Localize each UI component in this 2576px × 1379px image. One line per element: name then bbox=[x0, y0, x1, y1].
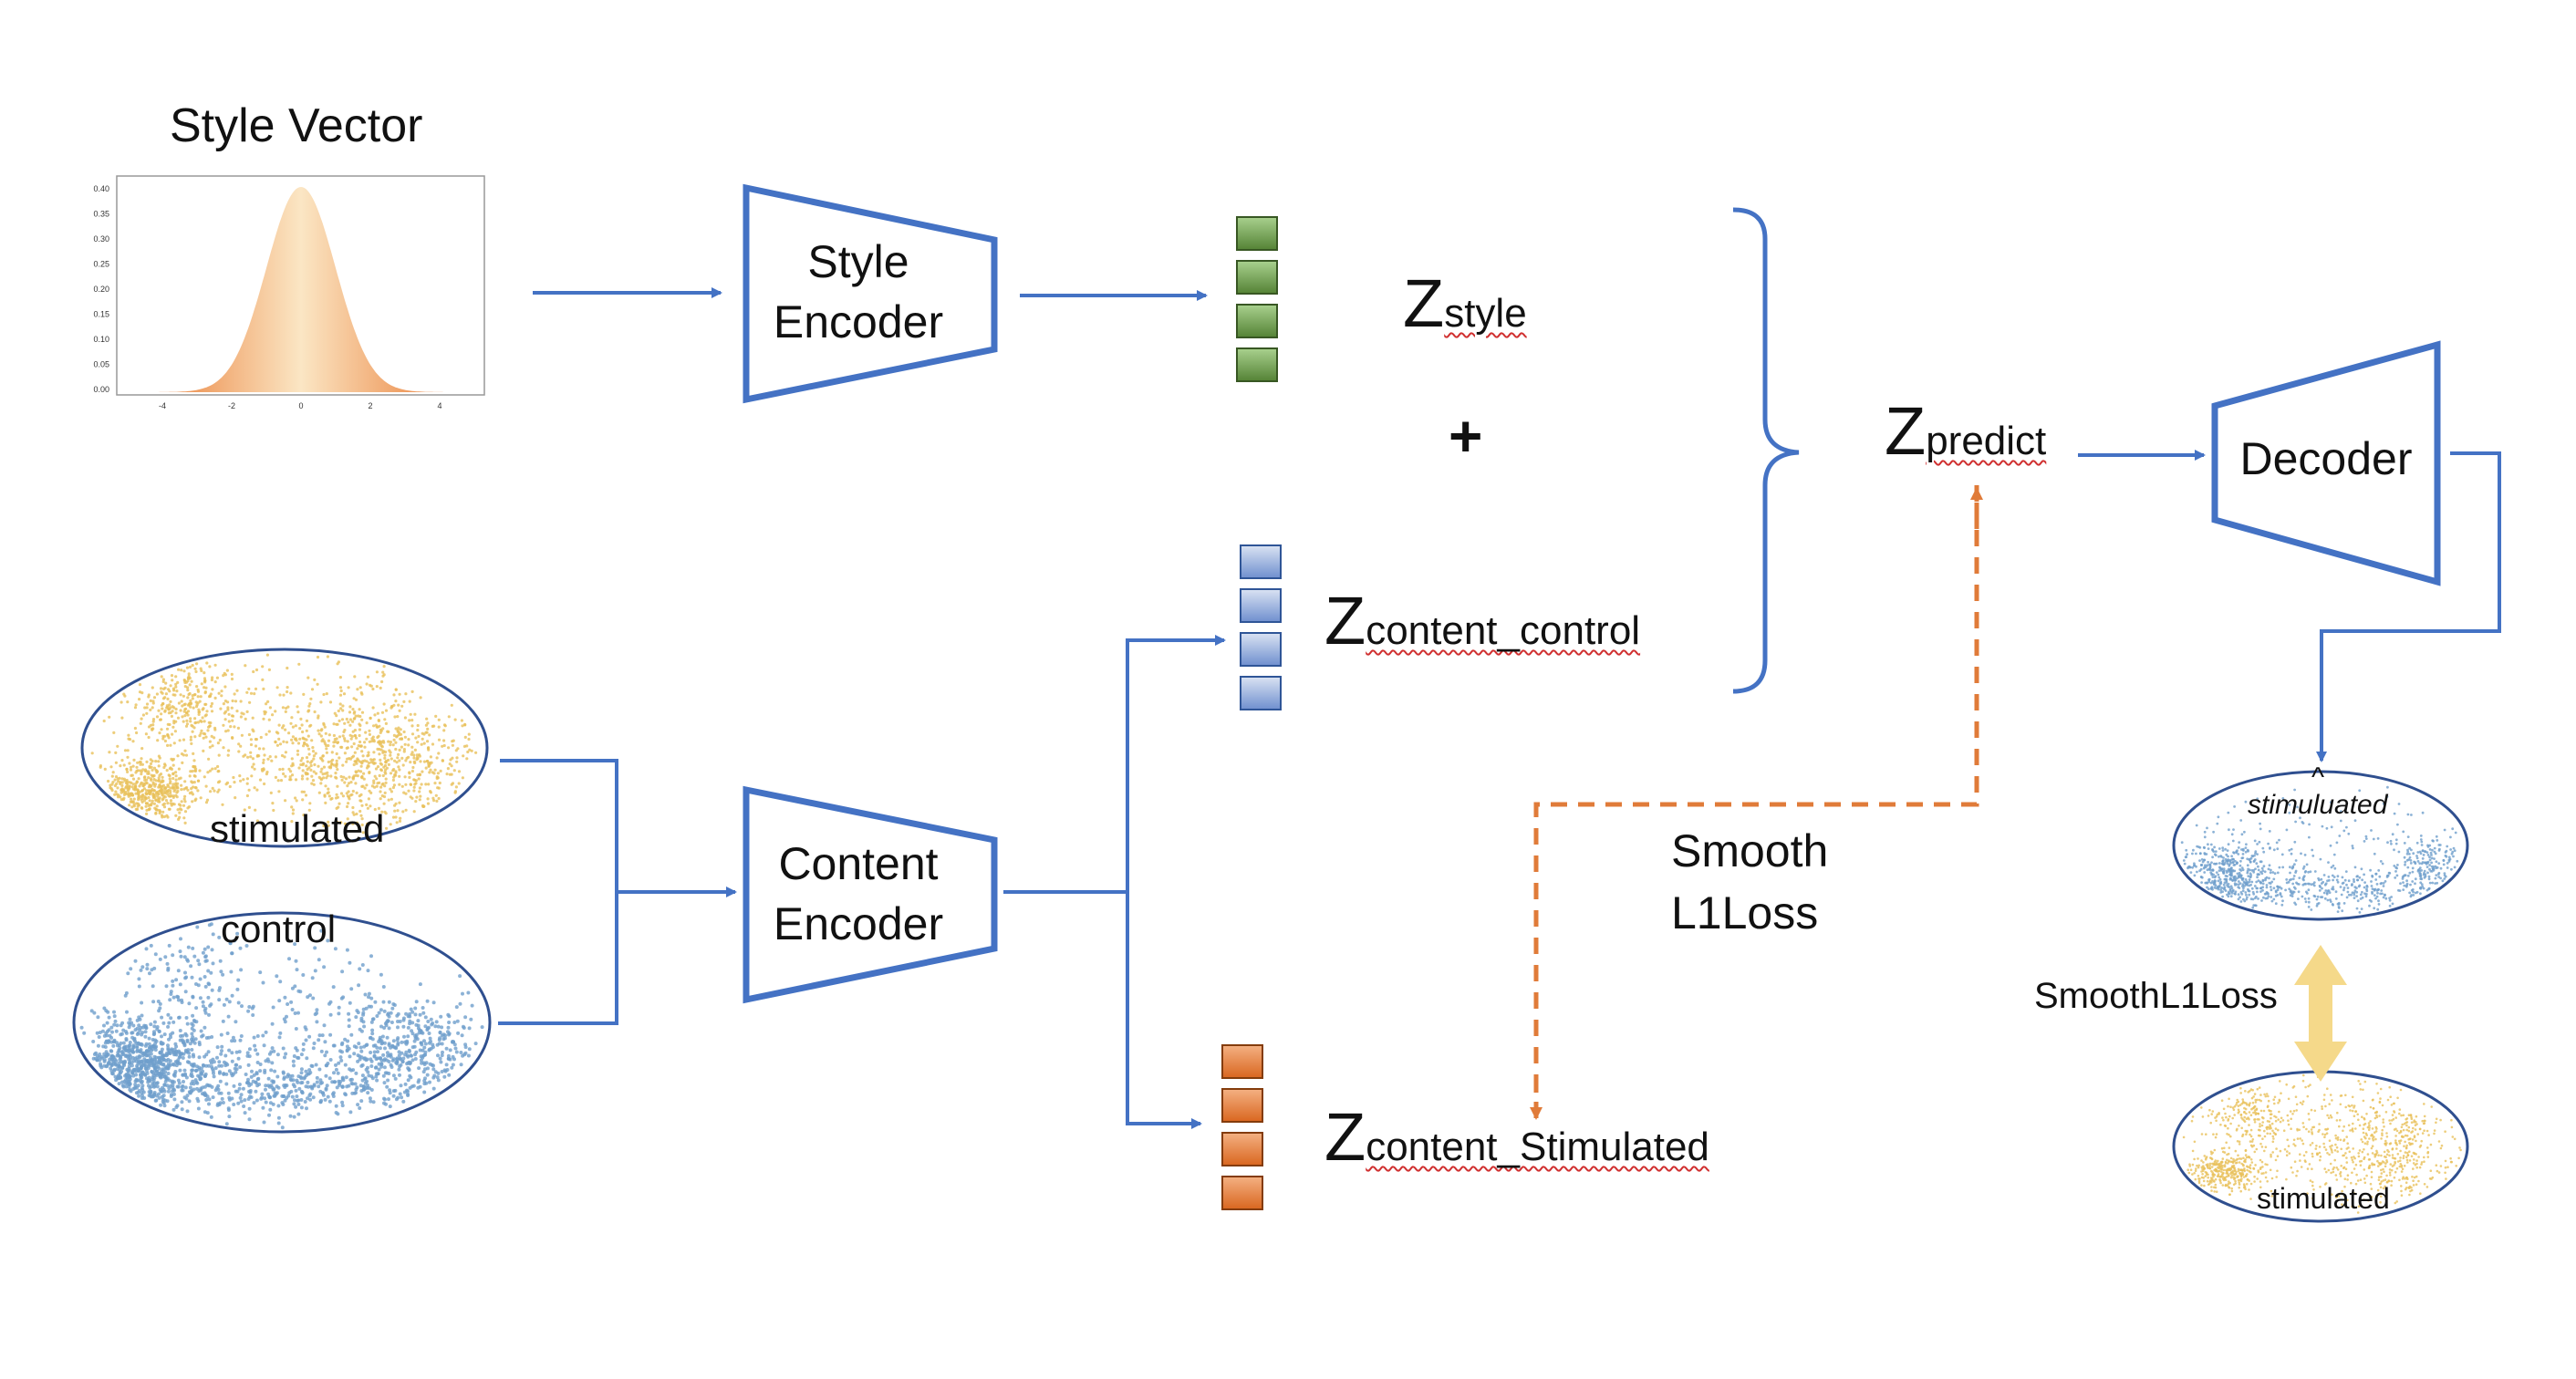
control-input-label: control bbox=[221, 907, 337, 950]
z-content-stimulated-label: Zcontent_Stimulated bbox=[1324, 1104, 1709, 1171]
x-tick-label: 2 bbox=[368, 401, 372, 410]
x-tick-label: 4 bbox=[437, 401, 441, 410]
loss-center-label-2: L1Loss bbox=[1671, 887, 1819, 938]
y-tick-label: 0.40 bbox=[93, 184, 109, 193]
y-tick-label: 0.20 bbox=[93, 285, 109, 294]
loss-center-label-1: Smooth bbox=[1671, 825, 1829, 876]
z-content-control-blocks bbox=[1240, 544, 1282, 710]
z-style-sub: style bbox=[1444, 291, 1527, 336]
latent-block bbox=[1240, 544, 1282, 579]
decoder-shape bbox=[2211, 340, 2441, 586]
z-content-control-main: Z bbox=[1324, 583, 1366, 658]
z-style-blocks bbox=[1236, 216, 1278, 382]
content-encoder-shape bbox=[743, 785, 998, 1004]
latent-block bbox=[1236, 304, 1278, 338]
decoder-label: Decoder bbox=[2239, 433, 2413, 484]
latent-block bbox=[1221, 1044, 1263, 1079]
latent-block bbox=[1240, 632, 1282, 667]
z-content-control-sub: content_control bbox=[1366, 608, 1641, 653]
z-style-label: Zstyle bbox=[1403, 270, 1527, 337]
loss-double-arrow bbox=[2294, 945, 2347, 1082]
y-tick-label: 0.05 bbox=[93, 360, 109, 369]
arrow-decoder-to-output bbox=[2316, 451, 2501, 762]
z-predict-sub: predict bbox=[1926, 419, 2047, 463]
y-tick-label: 0.15 bbox=[93, 310, 109, 319]
arrow-content-encoder-to-control bbox=[1003, 635, 1226, 894]
latent-block bbox=[1240, 676, 1282, 710]
predicted-stimulated-cluster bbox=[2172, 770, 2469, 921]
z-content-stimulated-blocks bbox=[1221, 1044, 1263, 1210]
stimulated-input-label: stimulated bbox=[210, 807, 385, 850]
content-encoder-label-2: Encoder bbox=[773, 898, 944, 949]
z-style-main: Z bbox=[1403, 265, 1445, 341]
latent-block bbox=[1221, 1176, 1263, 1210]
y-tick-labels: 0.40 0.35 0.30 0.25 0.20 0.15 0.10 0.05 0.00 bbox=[93, 184, 109, 394]
predicted-stimulated-label: stimuluated bbox=[2248, 790, 2388, 820]
z-content-stimulated-main: Z bbox=[1324, 1099, 1366, 1175]
x-tick-label: -2 bbox=[228, 401, 235, 410]
predicted-hat-label: ^ bbox=[2311, 762, 2325, 793]
style-encoder-shape bbox=[743, 183, 998, 404]
z-content-control-label: Zcontent_control bbox=[1324, 587, 1640, 655]
latent-block bbox=[1236, 347, 1278, 382]
latent-block bbox=[1221, 1132, 1263, 1166]
latent-block bbox=[1236, 216, 1278, 251]
x-tick-labels: -4 -2 0 2 4 bbox=[159, 401, 442, 410]
arrow-content-encoder-to-stimulated bbox=[1126, 892, 1202, 1129]
style-vector-chart: 0.400.350.300.250.200.150.100.050.00 -4-… bbox=[93, 175, 485, 410]
plus-sign: + bbox=[1449, 403, 1483, 469]
truth-stimulated-label: stimulated bbox=[2257, 1182, 2390, 1215]
loss-right-label: SmoothL1Loss bbox=[2034, 976, 2278, 1016]
y-tick-label: 0.35 bbox=[93, 210, 109, 219]
combine-brace bbox=[1732, 207, 1800, 694]
connector-inputs bbox=[498, 759, 618, 1025]
stimulated-input-cluster bbox=[80, 648, 489, 848]
gaussian-curve bbox=[135, 187, 467, 392]
dashed-loss-connector bbox=[1533, 485, 1979, 1118]
y-tick-label: 0.30 bbox=[93, 234, 109, 244]
y-tick-label: 0.10 bbox=[93, 335, 109, 344]
style-encoder-label-2: Encoder bbox=[773, 296, 944, 347]
y-tick-label: 0.00 bbox=[93, 385, 109, 394]
style-encoder-label-1: Style bbox=[807, 236, 909, 287]
style-vector-title: Style Vector bbox=[170, 99, 423, 152]
z-content-stimulated-sub: content_Stimulated bbox=[1366, 1125, 1709, 1169]
control-input-cluster bbox=[72, 911, 492, 1134]
y-tick-label: 0.25 bbox=[93, 260, 109, 269]
z-predict-main: Z bbox=[1885, 393, 1927, 469]
latent-block bbox=[1236, 260, 1278, 295]
x-tick-label: -4 bbox=[159, 401, 166, 410]
latent-block bbox=[1221, 1088, 1263, 1123]
x-tick-label: 0 bbox=[298, 401, 303, 410]
content-encoder-label-1: Content bbox=[778, 838, 939, 889]
z-predict-label: Zpredict bbox=[1885, 398, 2046, 465]
latent-block bbox=[1240, 588, 1282, 623]
